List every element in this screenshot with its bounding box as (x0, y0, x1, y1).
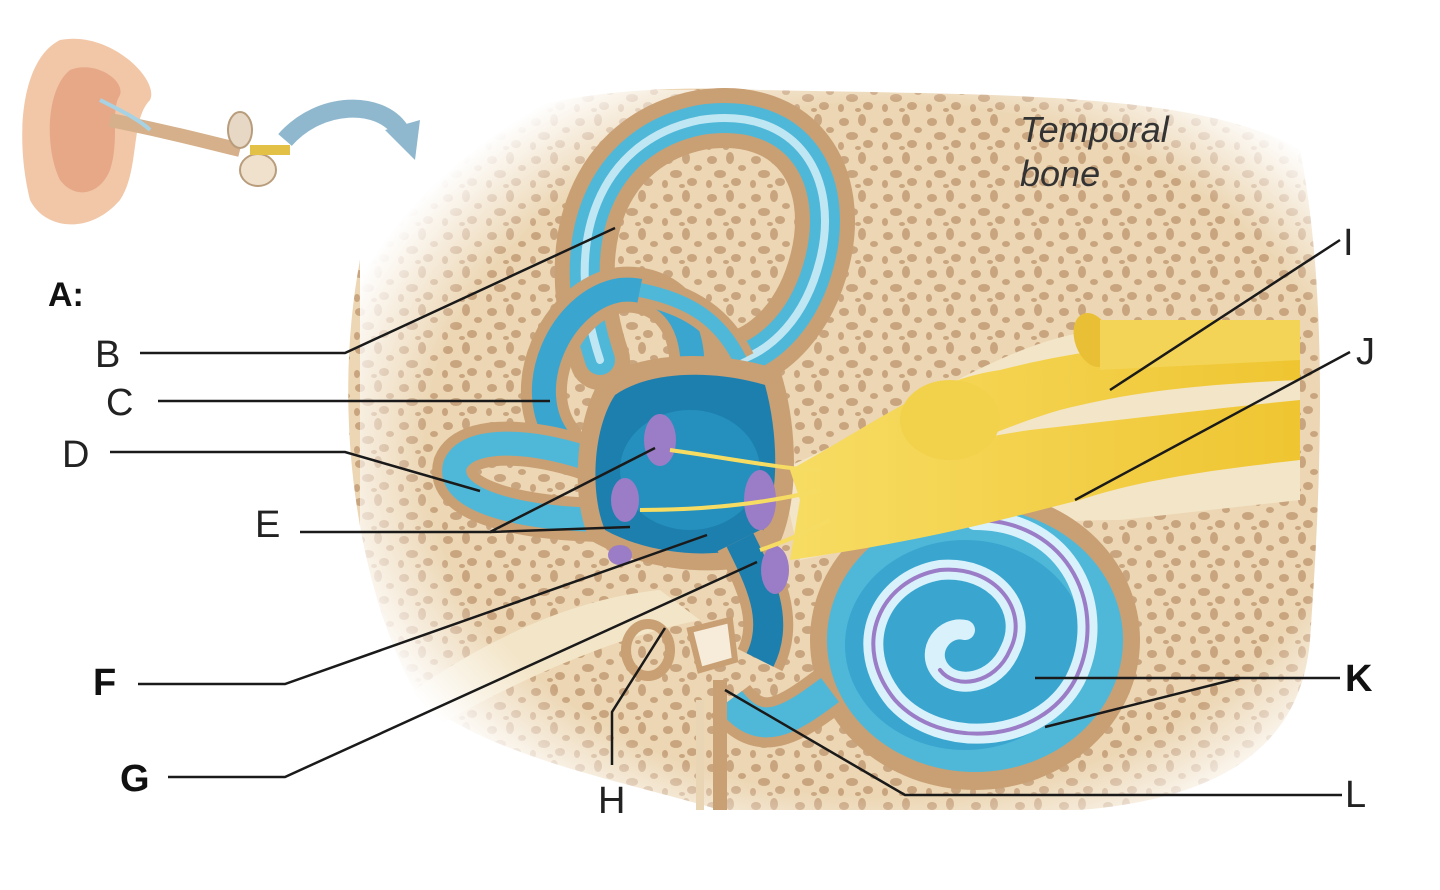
leader-i (1109, 238, 1341, 392)
leader-g (168, 560, 758, 779)
label-i: I (1343, 222, 1354, 264)
leader-j (1074, 350, 1351, 502)
leader-l (724, 688, 1342, 797)
leader-b (140, 226, 616, 355)
semicircular-canals (432, 88, 855, 542)
cochlea (710, 490, 1140, 790)
label-f: F (93, 662, 117, 704)
leader-h (610, 627, 667, 765)
label-g: G (120, 758, 150, 800)
label-d: D (62, 434, 90, 476)
label-c: C (106, 382, 134, 424)
pointer-arrow (278, 99, 420, 160)
label-j: J (1356, 331, 1375, 373)
leader-lines (110, 226, 1351, 797)
bone-label-line1: Temporal (1020, 109, 1169, 150)
title-label: A: (48, 276, 84, 314)
leader-f (138, 533, 708, 686)
windows (621, 616, 739, 810)
external-ear-inset (22, 38, 290, 225)
label-e: E (255, 504, 281, 546)
bone-label-line2: bone (1020, 153, 1101, 194)
label-k: K (1345, 658, 1373, 700)
label-b: B (95, 334, 121, 376)
vestibulocochlear-nerve (639, 312, 1300, 560)
label-l: L (1345, 774, 1367, 816)
leader-k-lower (1044, 676, 1241, 729)
leader-d (110, 450, 481, 493)
leader-e-lower (489, 525, 631, 534)
receptor-patches (608, 414, 789, 594)
label-h: H (598, 780, 626, 822)
